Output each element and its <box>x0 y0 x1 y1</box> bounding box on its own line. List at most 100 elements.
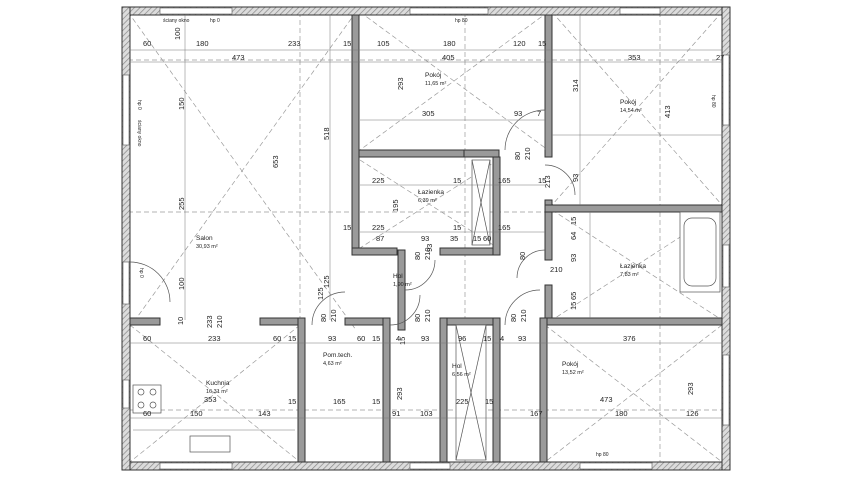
dimension-label: 4 <box>500 334 504 343</box>
room-name: Hol <box>393 273 403 280</box>
dimension-label: 15 <box>473 234 481 243</box>
dimension-label: 233 <box>288 39 301 48</box>
dimension-label: 60 <box>273 334 281 343</box>
dimension-label: 15 <box>569 217 578 225</box>
dimension-label: 15 <box>453 223 461 232</box>
dimension-label: 150 <box>177 97 186 110</box>
notes: ściany okno hp 0 hp 80 hp 0 ściany okno … <box>136 18 716 458</box>
dimension-label: 126 <box>686 409 699 418</box>
dimension-label: 210 <box>423 247 432 260</box>
dimension-lines <box>130 15 722 419</box>
dimension-label: 143 <box>258 409 271 418</box>
dimension-label: 64 <box>569 232 578 240</box>
dimension-label: 35 <box>450 234 458 243</box>
room-area: 6,56 m² <box>452 372 471 378</box>
dimension-label: 225 <box>372 176 385 185</box>
dimension-label: 15 <box>483 334 491 343</box>
dimension-label: 15 <box>538 176 546 185</box>
room-name: Pokój <box>562 361 578 368</box>
note: ściany okno <box>136 120 142 147</box>
dimension-label: 60 <box>483 234 491 243</box>
dimension-label: 105 <box>377 39 390 48</box>
dimension-label: 65 <box>569 292 578 300</box>
dimension-label: 60 <box>143 39 151 48</box>
dimension-label: 213 <box>543 175 552 188</box>
room-area: 4,63 m² <box>323 361 342 367</box>
dimension-label: 165 <box>333 397 346 406</box>
dimension-label: 15 <box>372 334 380 343</box>
dimension-label: 210 <box>519 309 528 322</box>
room-name: Pokój <box>425 72 441 79</box>
note: hp 0 <box>210 18 220 24</box>
dimension-label: 80 <box>413 252 422 260</box>
dimension-label: 15 <box>398 337 407 345</box>
room-area: 11,65 m² <box>425 81 446 87</box>
dimension-label: 93 <box>425 244 434 252</box>
dimension-label: 93 <box>328 334 336 343</box>
dimension-label: 93 <box>421 234 429 243</box>
dimension-label: 15 <box>288 334 296 343</box>
note: hp 0 <box>138 268 144 278</box>
dimension-label: 376 <box>623 334 636 343</box>
dimension-label: 87 <box>376 234 384 243</box>
dimension-label: 293 <box>396 77 405 90</box>
dimension-label: 305 <box>422 109 435 118</box>
dimension-label: 60 <box>143 334 151 343</box>
dimension-label: 180 <box>615 409 628 418</box>
room-labels: Salon 30,93 m² Pokój 11,65 m² Pokój 14,5… <box>196 72 646 395</box>
dimension-label: 210 <box>423 309 432 322</box>
dimension-label: 100 <box>173 27 182 40</box>
dimension-label: 165 <box>498 223 511 232</box>
dimension-label: 180 <box>443 39 456 48</box>
dimension-label: 473 <box>232 53 245 62</box>
fixtures <box>132 159 721 461</box>
dimension-label: 7 <box>537 109 541 118</box>
dimension-label: 255 <box>177 197 186 210</box>
dimension-label: 15 <box>372 397 380 406</box>
dimension-label: 473 <box>600 395 613 404</box>
dimension-label: 80 <box>509 314 518 322</box>
dimension-label: 150 <box>190 409 203 418</box>
dimension-label: 100 <box>177 277 186 290</box>
dimension-label: 233 <box>205 315 214 328</box>
dimension-label: 225 <box>456 397 469 406</box>
dimension-label: 314 <box>571 79 580 92</box>
dimension-label: 91 <box>392 409 400 418</box>
dimension-label: 93 <box>571 174 580 182</box>
dimension-label: 353 <box>628 53 641 62</box>
room-name: Hol <box>452 363 462 370</box>
dimension-label: 80 <box>518 252 527 260</box>
note: hp 80 <box>596 452 609 458</box>
dimension-label: 180 <box>196 39 209 48</box>
dimension-label: 210 <box>215 315 224 328</box>
dimension-label: 80 <box>413 314 422 322</box>
room-name: Pom.tech. <box>323 352 352 359</box>
dimension-label: 80 <box>319 314 328 322</box>
dimension-label: 15 <box>453 176 461 185</box>
dimension-label: 518 <box>322 127 331 140</box>
room-name: Kuchnia <box>206 380 230 387</box>
room-area: 30,93 m² <box>196 244 218 250</box>
dimension-label: 93 <box>514 109 522 118</box>
dimension-label: 80 <box>513 152 522 160</box>
room-name: Salon <box>196 235 213 242</box>
dimension-label: 653 <box>271 155 280 168</box>
dimension-label: 413 <box>663 105 672 118</box>
dimension-label: 93 <box>518 334 526 343</box>
dimension-label: 96 <box>458 334 466 343</box>
room-area: 16,31 m² <box>206 389 228 395</box>
dimension-label: 293 <box>686 382 695 395</box>
dimension-label: 210 <box>523 147 532 160</box>
dimension-label: 4 <box>396 334 400 343</box>
dimension-label: 210 <box>550 265 563 274</box>
dimension-label: 233 <box>208 334 221 343</box>
dimension-label: 10 <box>176 317 185 325</box>
dimension-label: 195 <box>391 199 400 212</box>
dimension-label: 165 <box>498 176 511 185</box>
dimension-label: 103 <box>420 409 433 418</box>
room-area: 1,90 m² <box>393 282 412 288</box>
dimension-label: 167 <box>530 409 543 418</box>
dimension-label: 225 <box>372 223 385 232</box>
room-area: 7,83 m² <box>620 272 639 278</box>
